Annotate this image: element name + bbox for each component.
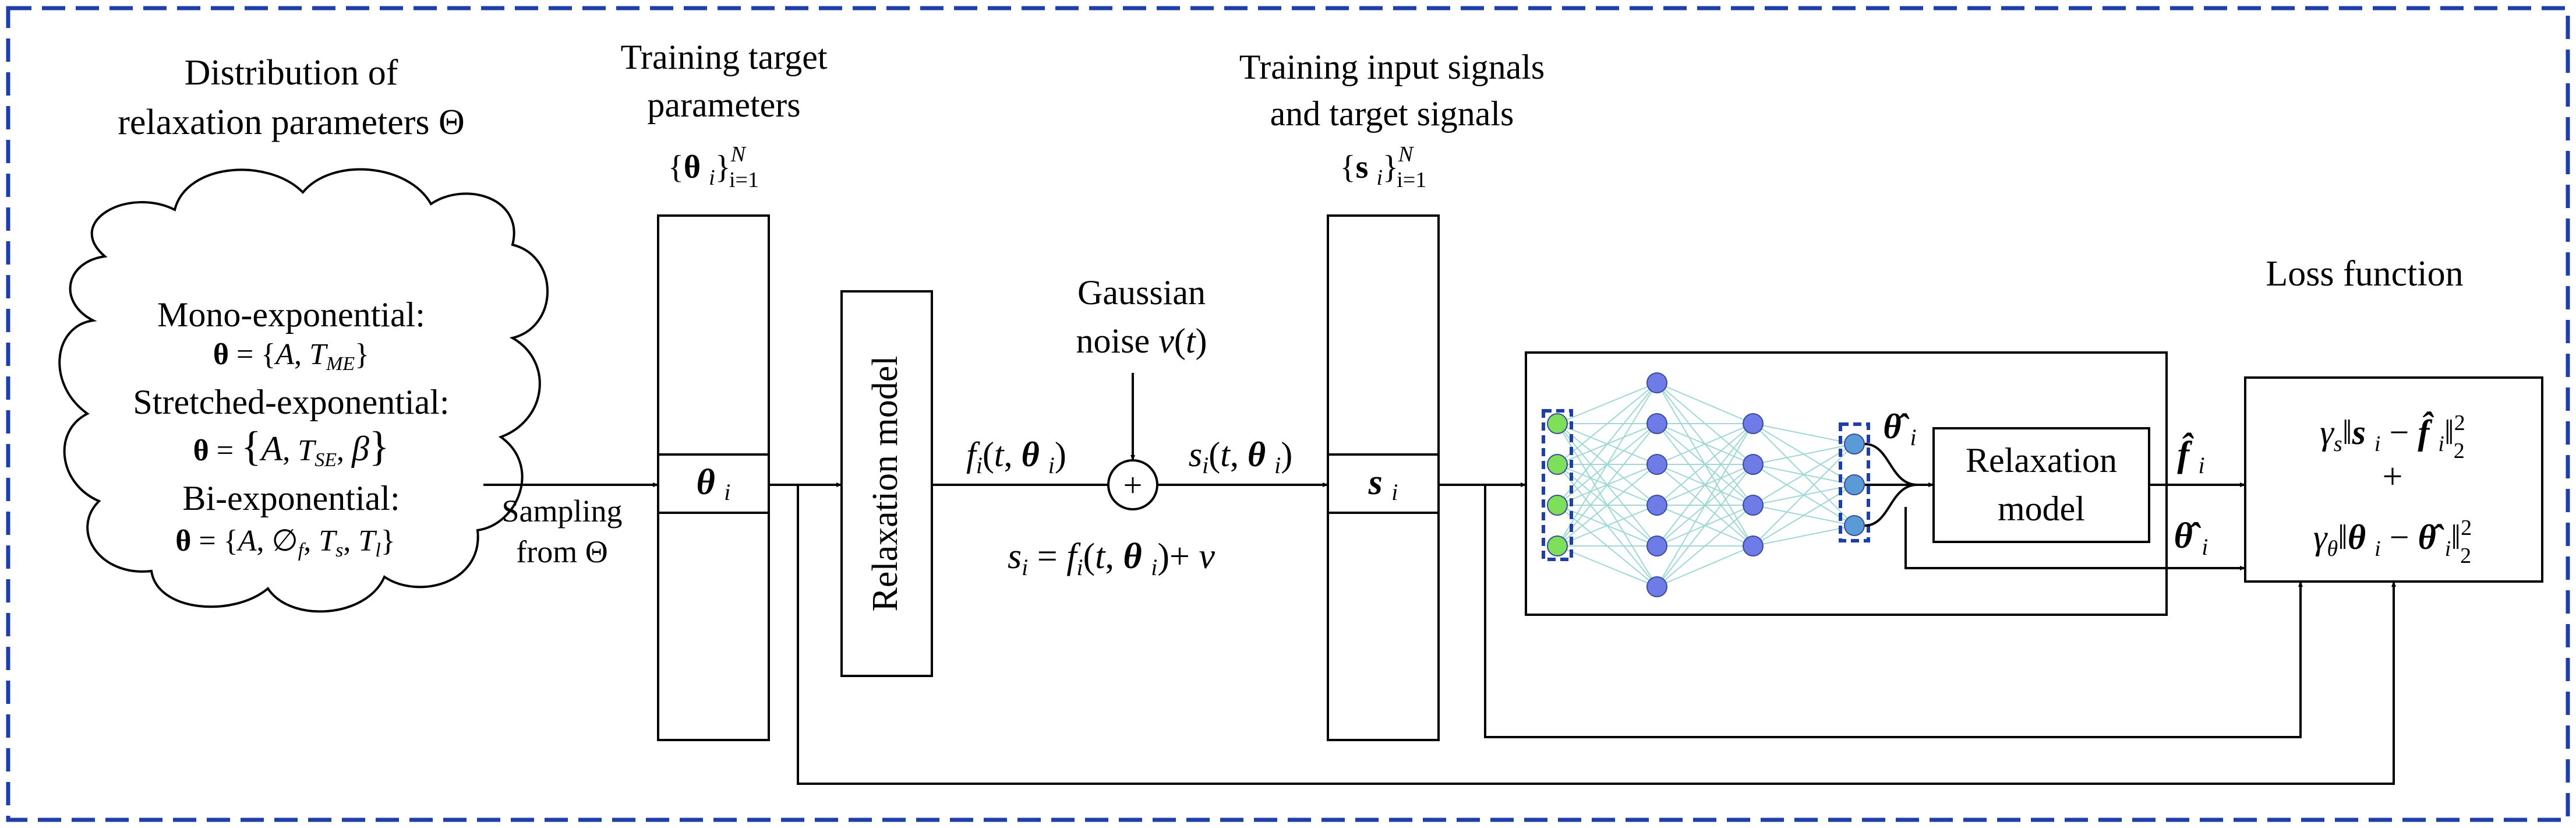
target-params-title-line1: Training target (621, 38, 828, 76)
hidden-node (1646, 495, 1667, 516)
input-node (1547, 454, 1568, 475)
network-nodes (1547, 372, 1865, 597)
network-connection (1557, 382, 1658, 465)
s-signal-label: si(t, θ i) (1189, 435, 1292, 478)
network-connection (1656, 545, 1754, 587)
target-params-title-line2: parameters (647, 86, 800, 124)
network-connection (1656, 423, 1754, 587)
bi-exponential-label: Bi-exponential: (182, 479, 400, 517)
network-connection (1656, 423, 1754, 506)
gaussian-noise-line1: Gaussian (1077, 273, 1206, 312)
relaxation-model-box-2 (1932, 427, 2150, 543)
stretched-exponential-label: Stretched-exponential: (133, 383, 449, 421)
noise-equation: si = fi(t, θ i)+ v (1008, 537, 1215, 580)
hidden-node (1646, 372, 1667, 393)
input-signals-cell: s i (1368, 463, 1398, 505)
params-feedback-line (797, 485, 2396, 785)
network-connection (1557, 505, 1658, 547)
f-hat-label: f̂ i (2177, 433, 2204, 478)
network-connection (1752, 443, 1855, 465)
theta-hat-output-label: θ̂ i (2174, 516, 2208, 560)
target-params-cell: θ i (697, 463, 731, 505)
mono-exponential-label: Mono-exponential: (157, 295, 425, 334)
distribution-title-line1: Distribution of (185, 53, 398, 93)
network-connection (1557, 382, 1658, 547)
network-connection (1752, 484, 1855, 547)
distribution-title-line2: relaxation parameters Θ (118, 103, 465, 142)
output-layer-dashed-box (1839, 422, 1870, 542)
gaussian-noise-line2: noise v(t) (1076, 322, 1207, 360)
input-node (1547, 535, 1568, 556)
hidden-node (1743, 495, 1764, 516)
network-connection (1557, 382, 1658, 506)
hidden-node (1743, 413, 1764, 434)
parameter-distribution-cloud (58, 168, 549, 613)
sampling-label-line2: from Θ (516, 534, 607, 569)
input-node (1547, 413, 1568, 434)
input-signals-column (1327, 214, 1440, 741)
network-theta-hat-label: θ̂ i (1883, 407, 1916, 450)
hidden-node (1646, 576, 1667, 597)
relaxation-model-2-line1: Relaxation (1966, 441, 2117, 480)
target-params-column (657, 214, 770, 741)
network-connection (1752, 423, 1855, 445)
network-connection (1752, 443, 1855, 547)
relaxation-model-label-1: Relaxation model (865, 355, 905, 611)
network-connection (1752, 443, 1855, 506)
hidden-node (1743, 454, 1764, 475)
network-connection (1752, 525, 1855, 547)
network-connection (1557, 464, 1658, 547)
outer-dashed-border (6, 6, 2570, 822)
network-connection (1656, 464, 1754, 587)
output-node (1844, 515, 1865, 536)
relaxation-model-box-1 (840, 290, 933, 677)
sampling-label-line1: Sampling (501, 494, 622, 528)
input-layer-dashed-box (1542, 409, 1573, 561)
loss-plus: + (2383, 457, 2403, 496)
output-node (1844, 434, 1865, 454)
hidden-node (1646, 454, 1667, 475)
output-node (1844, 474, 1865, 495)
input-node (1547, 495, 1568, 516)
network-connection (1656, 423, 1754, 465)
signals-feedback-line (1484, 485, 2303, 738)
theta-hat-line (1904, 507, 2246, 570)
bi-exponential-equation: θ = {A, ∅f, Ts, Tl} (175, 524, 395, 561)
input-signals-title-line2: and target signals (1270, 94, 1514, 133)
network-connection (1557, 545, 1658, 587)
network-connection (1656, 423, 1754, 547)
hidden-node (1646, 413, 1667, 434)
input-signals-title-line1: Training input signals (1239, 48, 1545, 86)
network-connections (1557, 382, 1855, 587)
hidden-node (1646, 535, 1667, 556)
noise-sum-symbol: + (1123, 466, 1143, 504)
network-connection (1557, 423, 1658, 547)
f-signal-label: fi(t, θ i) (966, 435, 1066, 478)
network-connection (1656, 505, 1754, 587)
hidden-node (1743, 535, 1764, 556)
network-connection (1557, 382, 1658, 424)
loss-title: Loss function (2266, 254, 2463, 294)
network-connection (1656, 382, 1754, 424)
relaxation-model-2-line2: model (1998, 489, 2085, 528)
output-to-model-curve-1 (1864, 443, 1918, 486)
output-to-model-curve-3 (1864, 484, 1918, 527)
